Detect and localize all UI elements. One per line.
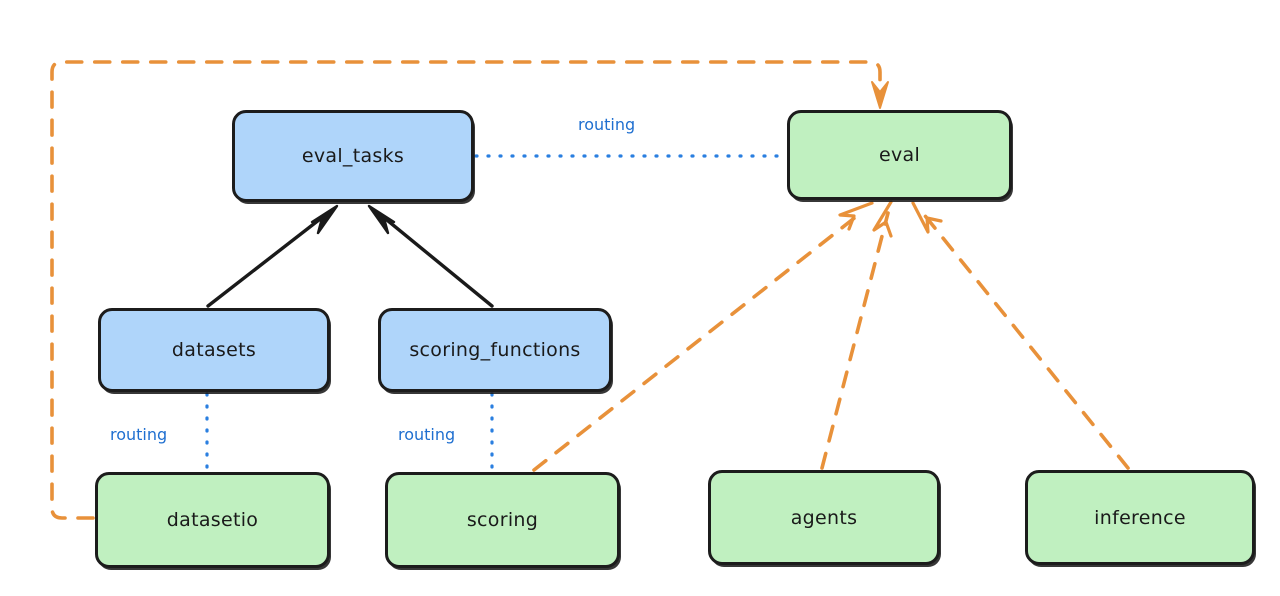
node-inference-label: inference — [1094, 506, 1186, 529]
node-inference[interactable]: inference — [1025, 470, 1255, 565]
node-datasetio[interactable]: datasetio — [95, 472, 330, 568]
node-scoring-functions[interactable]: scoring_functions — [378, 308, 612, 392]
node-eval-label: eval — [878, 144, 921, 166]
edge-inference-to-eval — [911, 201, 1130, 470]
node-datasets[interactable]: datasets — [98, 308, 330, 392]
node-datasetio-label: datasetio — [166, 509, 259, 531]
edge-datasets-to-eval-tasks — [206, 204, 339, 308]
node-agents-label: agents — [790, 506, 858, 529]
node-agents[interactable]: agents — [708, 470, 940, 565]
node-eval-tasks[interactable]: eval_tasks — [232, 110, 474, 202]
node-datasets-label: datasets — [171, 339, 257, 361]
node-scoring-functions-label: scoring_functions — [409, 339, 581, 361]
edge-scoring-functions-to-eval-tasks — [367, 204, 494, 308]
edge-label-routing-eval-tasks-eval: routing — [578, 115, 636, 134]
node-scoring[interactable]: scoring — [385, 472, 620, 568]
node-eval-tasks-label: eval_tasks — [301, 145, 405, 167]
edge-label-routing-scoring-functions-scoring: routing — [398, 425, 456, 444]
edge-agents-to-eval — [820, 200, 893, 470]
node-scoring-label: scoring — [466, 509, 539, 531]
edge-label-routing-datasets-datasetio: routing — [110, 425, 168, 444]
node-eval[interactable]: eval — [787, 110, 1012, 200]
